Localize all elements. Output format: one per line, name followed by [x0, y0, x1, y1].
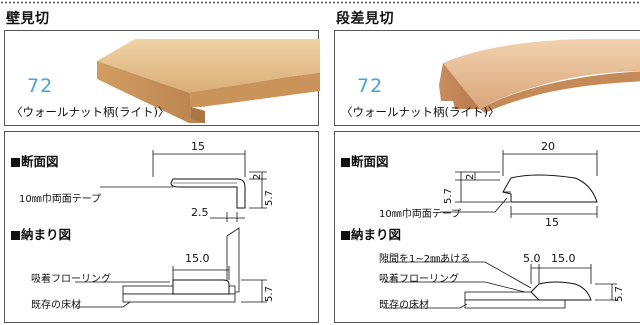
- floor-label: 吸着フローリング: [31, 274, 111, 285]
- product-photo-box: 72 〈ウォールナット柄(ライト)〉: [4, 30, 320, 126]
- dim-top: 2: [252, 173, 263, 180]
- dim-top: 2: [465, 173, 476, 180]
- square-bullet-icon: [11, 231, 20, 240]
- product-code: 72: [357, 75, 384, 97]
- diagram-box: 断面図 納まり図 15 2 5.7 10㎜巾両面テープ 2.5 15.0 5.7…: [4, 131, 319, 323]
- square-bullet-icon: [11, 158, 20, 167]
- product-caption: 〈ウォールナット柄(ライト)〉: [11, 105, 170, 119]
- fit-drawing-heading: 納まり図: [341, 224, 401, 243]
- diagram-box: 断面図 納まり図 20 2 5.7 10㎜巾両面テープ 15 隙間を1~2㎜あけ…: [334, 131, 640, 323]
- step-trim-drawings: [385, 150, 617, 309]
- fit-drawing-heading: 納まり図: [11, 224, 71, 243]
- product-code: 72: [27, 75, 54, 97]
- wall-trim-photo: [97, 39, 320, 123]
- step-trim-photo: [439, 39, 640, 113]
- dotted-rule: [0, 1, 640, 4]
- product-title: 壁見切: [6, 11, 50, 27]
- square-bullet-icon: [341, 158, 350, 167]
- fit-gap: 5.0: [523, 252, 541, 265]
- gap-label: 隙間を1~2㎜あける: [379, 254, 471, 265]
- fit-width: 15.0: [185, 252, 210, 265]
- dim-width: 20: [541, 140, 555, 153]
- product-photo-box: 72 〈ウォールナット柄(ライト)〉: [334, 30, 640, 126]
- tape-label: 10㎜巾両面テープ: [379, 209, 462, 220]
- fit-drawing-label: 納まり図: [21, 227, 72, 242]
- fit-width: 15.0: [551, 252, 576, 265]
- dim-height: 5.7: [443, 188, 454, 204]
- square-bullet-icon: [341, 231, 350, 240]
- dim-height: 5.7: [264, 190, 275, 206]
- fit-height: 5.7: [264, 286, 275, 302]
- cross-section-label: 断面図: [351, 154, 389, 169]
- dim-inner: 15: [545, 216, 559, 229]
- tape-label: 10㎜巾両面テープ: [19, 194, 102, 205]
- wall-trim-column: 壁見切 72 〈ウォールナット柄(ライト)〉: [4, 0, 320, 325]
- floor-label: 吸着フローリング: [379, 274, 459, 285]
- product-caption: 〈ウォールナット柄(ライト)〉: [341, 105, 500, 119]
- dim-width: 15: [191, 140, 205, 153]
- cross-section-heading: 断面図: [11, 151, 59, 170]
- wall-trim-drawings: [75, 150, 267, 308]
- step-trim-column: 段差見切 72 〈ウォールナット柄(ライト)〉: [334, 0, 640, 325]
- fit-height: 5.7: [614, 286, 625, 302]
- cross-section-label: 断面図: [21, 154, 59, 169]
- fit-drawing-label: 納まり図: [351, 227, 402, 242]
- existing-floor-label: 既存の床材: [31, 300, 81, 311]
- dim-small: 2.5: [191, 206, 209, 219]
- product-title: 段差見切: [336, 11, 394, 27]
- cross-section-heading: 断面図: [341, 151, 389, 170]
- existing-floor-label: 既存の床材: [379, 300, 429, 311]
